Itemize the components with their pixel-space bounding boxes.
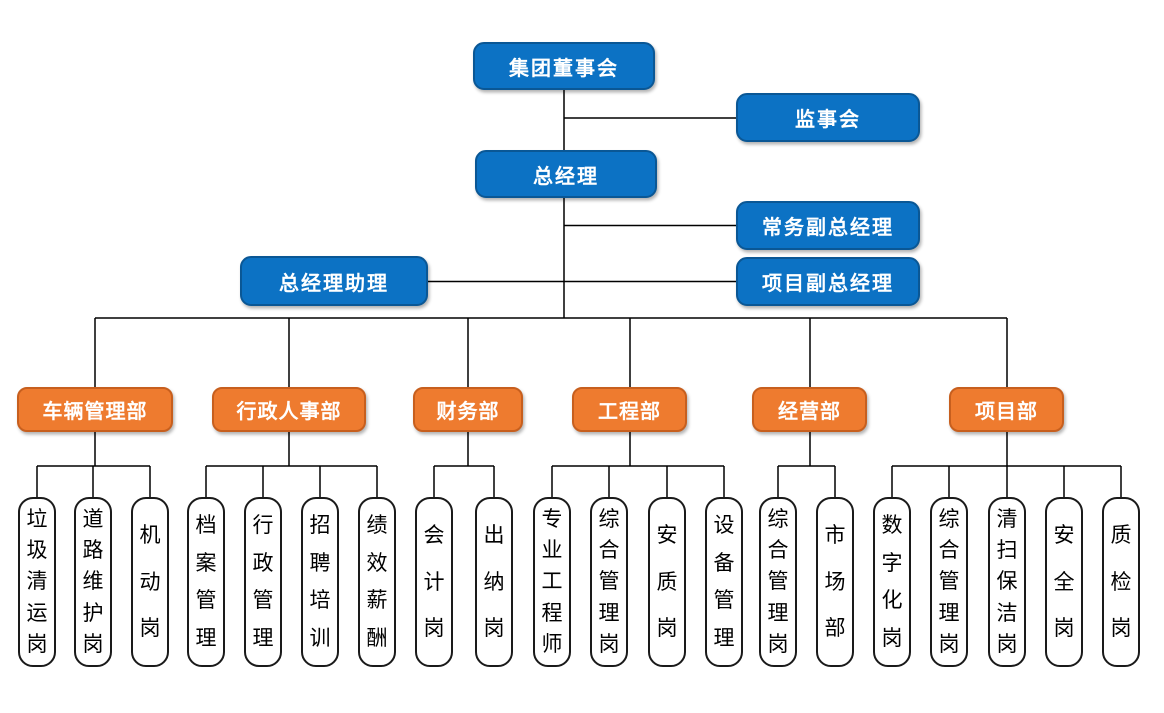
position-box: 档案管理 (187, 497, 225, 667)
node-gm-assistant: 总经理助理 (240, 256, 428, 306)
position-label: 出纳岗 (483, 523, 505, 641)
position-label: 绩效薪酬 (366, 514, 388, 650)
department-box: 工程部 (572, 387, 687, 432)
position-label: 综合管理岗 (938, 508, 960, 656)
position-box: 垃圾清运岗 (18, 497, 56, 667)
position-box: 会计岗 (415, 497, 453, 667)
position-label: 会计岗 (423, 523, 445, 641)
position-label: 数字化岗 (881, 514, 903, 650)
department-box: 车辆管理部 (17, 387, 173, 432)
position-label: 道路维护岗 (82, 508, 104, 656)
node-project-deputy-gm: 项目副总经理 (736, 257, 920, 306)
position-label: 机动岗 (139, 523, 161, 641)
department-box: 项目部 (949, 387, 1064, 432)
position-box: 市场部 (816, 497, 854, 667)
position-label: 质检岗 (1110, 523, 1132, 641)
position-label: 招聘培训 (309, 514, 331, 650)
node-general-manager: 总经理 (475, 150, 657, 198)
position-box: 安全岗 (1045, 497, 1083, 667)
department-box: 财务部 (413, 387, 523, 432)
position-box: 专业工程师 (533, 497, 571, 667)
position-label: 垃圾清运岗 (26, 508, 48, 656)
department-box: 经营部 (752, 387, 867, 432)
node-executive-deputy-gm: 常务副总经理 (736, 201, 920, 250)
position-box: 行政管理 (244, 497, 282, 667)
position-box: 招聘培训 (301, 497, 339, 667)
position-label: 安质岗 (656, 523, 678, 641)
position-label: 设备管理 (713, 514, 735, 650)
position-label: 行政管理 (252, 514, 274, 650)
position-box: 综合管理岗 (930, 497, 968, 667)
position-label: 安全岗 (1053, 523, 1075, 641)
position-box: 绩效薪酬 (358, 497, 396, 667)
position-label: 综合管理岗 (767, 508, 789, 656)
position-label: 清扫保洁岗 (996, 508, 1018, 656)
dept-stems (94, 432, 1008, 466)
position-box: 数字化岗 (873, 497, 911, 667)
position-box: 质检岗 (1102, 497, 1140, 667)
position-box: 道路维护岗 (74, 497, 112, 667)
position-label: 市场部 (824, 523, 846, 641)
position-box: 机动岗 (131, 497, 169, 667)
position-drops (36, 466, 1122, 497)
dept-drops (94, 318, 1008, 387)
node-group-board: 集团董事会 (473, 42, 655, 90)
position-box: 安质岗 (648, 497, 686, 667)
position-label: 专业工程师 (541, 508, 563, 656)
position-box: 设备管理 (705, 497, 743, 667)
position-box: 综合管理岗 (590, 497, 628, 667)
department-box: 行政人事部 (212, 387, 366, 432)
position-box: 综合管理岗 (759, 497, 797, 667)
position-box: 出纳岗 (475, 497, 513, 667)
position-label: 综合管理岗 (598, 508, 620, 656)
position-box: 清扫保洁岗 (988, 497, 1026, 667)
position-label: 档案管理 (195, 514, 217, 650)
node-supervisory-board: 监事会 (736, 93, 920, 142)
